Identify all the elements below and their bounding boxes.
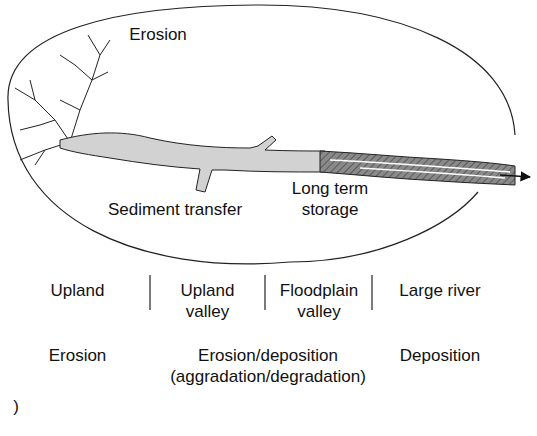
zone-heading: Floodplain valley <box>275 280 363 322</box>
flow-arrow <box>500 175 530 177</box>
channel-streaks <box>330 160 510 178</box>
zone-process: Erosion/deposition (aggradation/degradat… <box>152 345 384 387</box>
catchment-outline <box>8 100 478 264</box>
process-label: Erosion <box>118 24 198 45</box>
zone-heading: Upland valley <box>160 280 255 322</box>
zone-heading: Large river <box>390 280 490 301</box>
zone-heading: Upland <box>20 280 135 301</box>
process-label: Sediment transfer <box>100 199 250 220</box>
zone-process: Deposition <box>385 345 495 366</box>
zone-process: Erosion <box>20 345 135 366</box>
stray-mark: ) <box>6 396 26 417</box>
process-label: Long term storage <box>282 178 378 220</box>
catchment-outline <box>8 5 515 135</box>
river-channel <box>60 133 325 192</box>
